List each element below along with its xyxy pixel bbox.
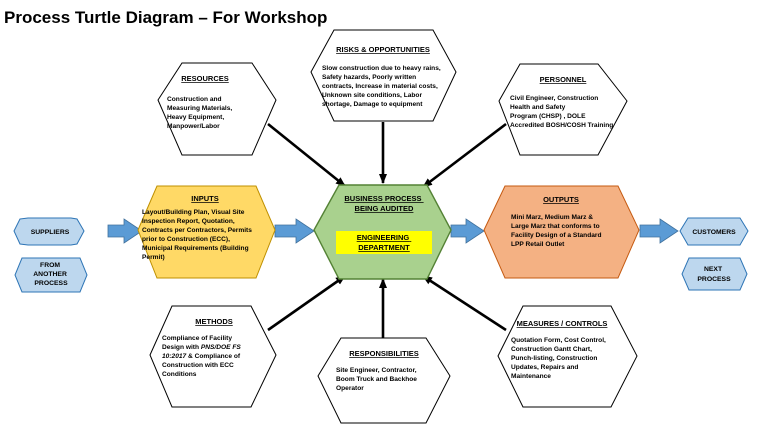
responsibilities-hexagon: RESPONSIBILITIES Site Engineer, Contract…: [317, 337, 451, 424]
from-another-process-box: FROM ANOTHER PROCESS: [14, 257, 88, 293]
resources-body: Construction and Measuring Materials, He…: [167, 96, 234, 130]
customers-box: CUSTOMERS: [679, 217, 749, 246]
measures-heading: MEASURES / CONTROLS: [517, 319, 608, 328]
risks-body: Slow construction due to heavy rains, Sa…: [322, 65, 443, 108]
outputs-heading: OUTPUTS: [543, 195, 579, 204]
from-another-process-label: FROM ANOTHER PROCESS: [33, 262, 69, 287]
outputs-hexagon: OUTPUTS Mini Marz, Medium Marz & Large M…: [483, 185, 640, 279]
inputs-body: Layout/Building Plan, Visual Site Inspec…: [142, 209, 254, 261]
customers-label: CUSTOMERS: [692, 229, 736, 236]
inputs-heading: INPUTS: [191, 194, 219, 203]
methods-hexagon: METHODS Compliance of Facility Design wi…: [149, 305, 277, 408]
arrow-suppliers-to-inputs: [107, 218, 143, 244]
business-process-heading: BUSINESS PROCESS BEING AUDITED: [344, 194, 423, 213]
risks-heading: RISKS & OPPORTUNITIES: [336, 45, 430, 54]
methods-body: Compliance of Facility Design with PNS/D…: [162, 335, 243, 378]
arrow-resources-to-center: [267, 122, 346, 188]
arrow-outputs-to-customers: [639, 218, 679, 244]
arrow-methods-to-center: [267, 274, 346, 332]
flow-arrows: [107, 218, 679, 244]
next-process-box: NEXT PROCESS: [681, 257, 748, 291]
measures-controls-hexagon: MEASURES / CONTROLS Quotation Form, Cost…: [497, 305, 638, 408]
personnel-hexagon: PERSONNEL Civil Engineer, Construction H…: [498, 63, 628, 156]
department-label: ENGINEERING DEPARTMENT: [357, 233, 412, 252]
business-process-hexagon: BUSINESS PROCESS BEING AUDITED ENGINEERI…: [313, 184, 452, 280]
inputs-hexagon: INPUTS Layout/Building Plan, Visual Site…: [137, 185, 276, 279]
resources-hexagon: RESOURCES Construction and Measuring Mat…: [157, 62, 277, 156]
methods-heading: METHODS: [195, 317, 233, 326]
personnel-body: Civil Engineer, Construction Health and …: [510, 95, 613, 129]
arrow-measures-to-center: [422, 274, 507, 332]
suppliers-label: SUPPLIERS: [31, 229, 70, 236]
resources-heading: RESOURCES: [181, 74, 229, 83]
department-highlight: [336, 231, 432, 254]
page-title: Process Turtle Diagram – For Workshop: [4, 8, 328, 27]
personnel-heading: PERSONNEL: [540, 75, 587, 84]
outputs-body: Mini Marz, Medium Marz & Large Marz that…: [511, 214, 603, 248]
connector-arrows: [267, 122, 507, 338]
responsibilities-heading: RESPONSIBILITIES: [349, 349, 419, 358]
measures-body: Quotation Form, Cost Control, Constructi…: [511, 337, 608, 380]
next-process-label: NEXT PROCESS: [697, 266, 731, 283]
responsibilities-body: Site Engineer, Contractor, Boom Truck an…: [336, 367, 419, 392]
arrow-personnel-to-center: [422, 122, 507, 189]
arrow-inputs-to-center: [274, 218, 315, 244]
risks-opportunities-hexagon: RISKS & OPPORTUNITIES Slow construction …: [310, 29, 457, 122]
arrow-center-to-outputs: [450, 218, 485, 244]
suppliers-box: SUPPLIERS: [13, 217, 85, 246]
